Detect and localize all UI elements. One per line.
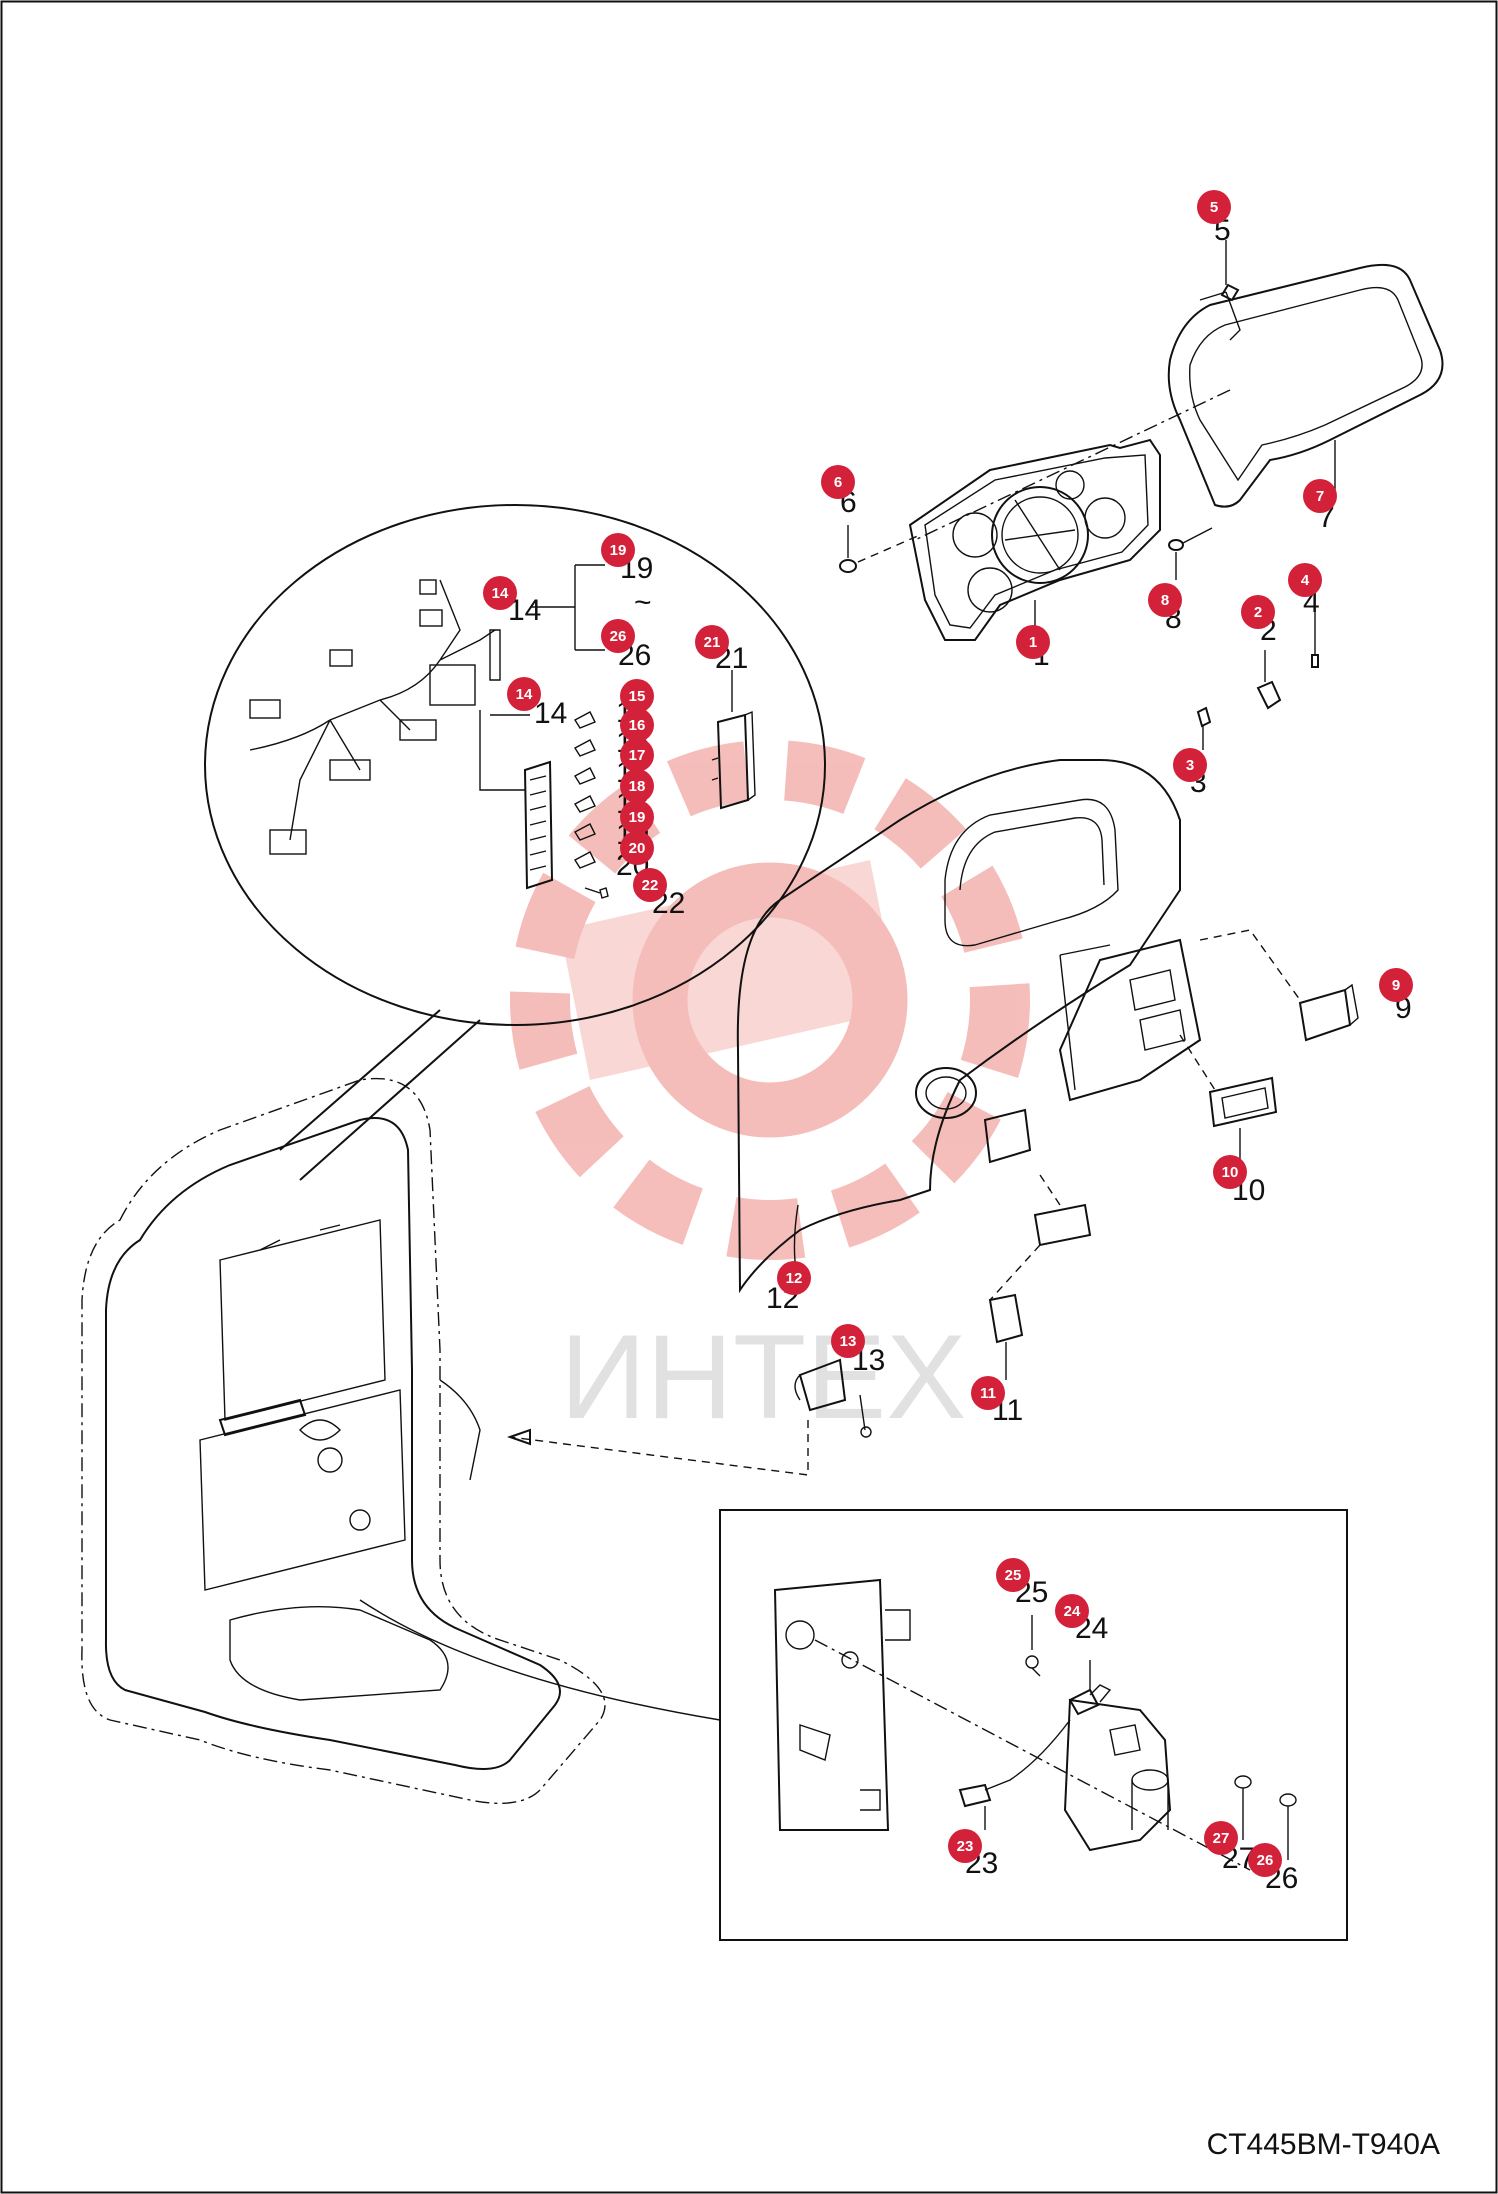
badge-26-a: 26 <box>601 619 635 653</box>
lower-detail-box <box>719 1509 1348 1941</box>
badge-21: 21 <box>695 625 729 659</box>
screw-6 <box>839 525 921 573</box>
bubble-leader <box>279 1009 481 1181</box>
badge-15: 15 <box>620 679 654 713</box>
badge-19-a: 19 <box>601 533 635 567</box>
lower-box-leader <box>359 1599 721 1721</box>
badge-24: 24 <box>1055 1594 1089 1628</box>
svg-text:27: 27 <box>1213 1830 1230 1847</box>
badge-5: 5 <box>1197 190 1231 224</box>
svg-text:25: 25 <box>1005 1567 1022 1584</box>
svg-text:16: 16 <box>629 717 646 734</box>
svg-text:15: 15 <box>629 688 646 705</box>
badge-8: 8 <box>1148 583 1182 617</box>
badge-14-a: 14 <box>483 576 517 610</box>
badge-23: 23 <box>948 1829 982 1863</box>
badge-19-b: 19 <box>620 800 654 834</box>
part-2-bulb <box>1256 650 1282 710</box>
switch-bracket-detail <box>773 1578 1297 1871</box>
badge-10: 10 <box>1213 1155 1247 1189</box>
switch-11 <box>988 1174 1092 1380</box>
range-sign: ~ <box>634 586 652 619</box>
svg-text:5: 5 <box>1210 199 1218 216</box>
svg-text:18: 18 <box>629 778 646 795</box>
watermark <box>510 740 1030 1260</box>
badge-12: 12 <box>777 1261 811 1295</box>
screw-8 <box>1168 527 1213 580</box>
part-4-lamp <box>1311 610 1319 668</box>
svg-text:7: 7 <box>1316 488 1324 505</box>
svg-text:6: 6 <box>834 474 842 491</box>
svg-text:11: 11 <box>980 1385 996 1402</box>
svg-text:22: 22 <box>642 877 659 894</box>
instrument-cluster <box>908 438 1161 641</box>
badge-6: 6 <box>821 465 855 499</box>
badge-25: 25 <box>996 1558 1030 1592</box>
svg-text:19: 19 <box>629 809 646 826</box>
dash-cover <box>736 759 1202 1294</box>
badge-4: 4 <box>1288 563 1322 597</box>
svg-text:4: 4 <box>1301 572 1310 589</box>
part-3-clip <box>1196 706 1212 750</box>
svg-text:14: 14 <box>492 585 509 602</box>
svg-text:23: 23 <box>957 1838 974 1855</box>
svg-text:8: 8 <box>1161 592 1169 609</box>
badge-22: 22 <box>633 868 667 902</box>
svg-text:19: 19 <box>610 542 627 559</box>
svg-text:17: 17 <box>629 747 646 764</box>
cab-frame <box>81 1077 606 1805</box>
badge-7: 7 <box>1303 479 1337 513</box>
svg-text:26: 26 <box>610 628 627 645</box>
instrument-bezel <box>1167 264 1444 508</box>
svg-text:2: 2 <box>1254 604 1262 621</box>
screw-5 <box>1199 240 1241 341</box>
relay-21 <box>711 670 756 810</box>
fuse-set <box>574 711 596 869</box>
svg-text:20: 20 <box>629 840 646 857</box>
drawing-code: CT445BM-T940A <box>1206 2128 1440 2161</box>
svg-text:14: 14 <box>516 686 533 703</box>
badge-9: 9 <box>1379 968 1413 1002</box>
badge-1: 1 <box>1016 625 1050 659</box>
num-14-b: 14 <box>534 697 567 730</box>
badge-20: 20 <box>620 831 654 865</box>
badge-11: 11 <box>971 1376 1005 1410</box>
svg-text:1: 1 <box>1029 634 1037 651</box>
watermark-text: ИНТЕХ <box>560 1310 966 1444</box>
switch-9 <box>1199 929 1359 1042</box>
badge-18: 18 <box>620 769 654 803</box>
svg-text:26: 26 <box>1257 1852 1274 1869</box>
svg-text:9: 9 <box>1392 977 1400 994</box>
bracket-13 <box>506 1358 872 1476</box>
badge-16: 16 <box>620 708 654 742</box>
svg-text:10: 10 <box>1222 1164 1239 1181</box>
harness-detail-bubble <box>204 504 826 1181</box>
svg-text:3: 3 <box>1186 757 1194 774</box>
callout-badges: 1 2 3 4 5 6 7 8 9 10 11 12 13 14 14 15 1… <box>483 190 1413 1877</box>
svg-text:12: 12 <box>786 1270 803 1287</box>
badge-3: 3 <box>1173 748 1207 782</box>
badge-13: 13 <box>831 1324 865 1358</box>
badge-17: 17 <box>620 738 654 772</box>
svg-text:21: 21 <box>704 634 721 651</box>
svg-text:13: 13 <box>840 1333 857 1350</box>
badge-14-b: 14 <box>507 677 541 711</box>
badge-27: 27 <box>1204 1821 1238 1855</box>
switch-10 <box>1179 1034 1278 1165</box>
badge-2: 2 <box>1241 595 1275 629</box>
leader-cluster-bezel <box>914 389 1231 541</box>
badge-26-b: 26 <box>1248 1843 1282 1877</box>
svg-text:24: 24 <box>1064 1603 1081 1620</box>
